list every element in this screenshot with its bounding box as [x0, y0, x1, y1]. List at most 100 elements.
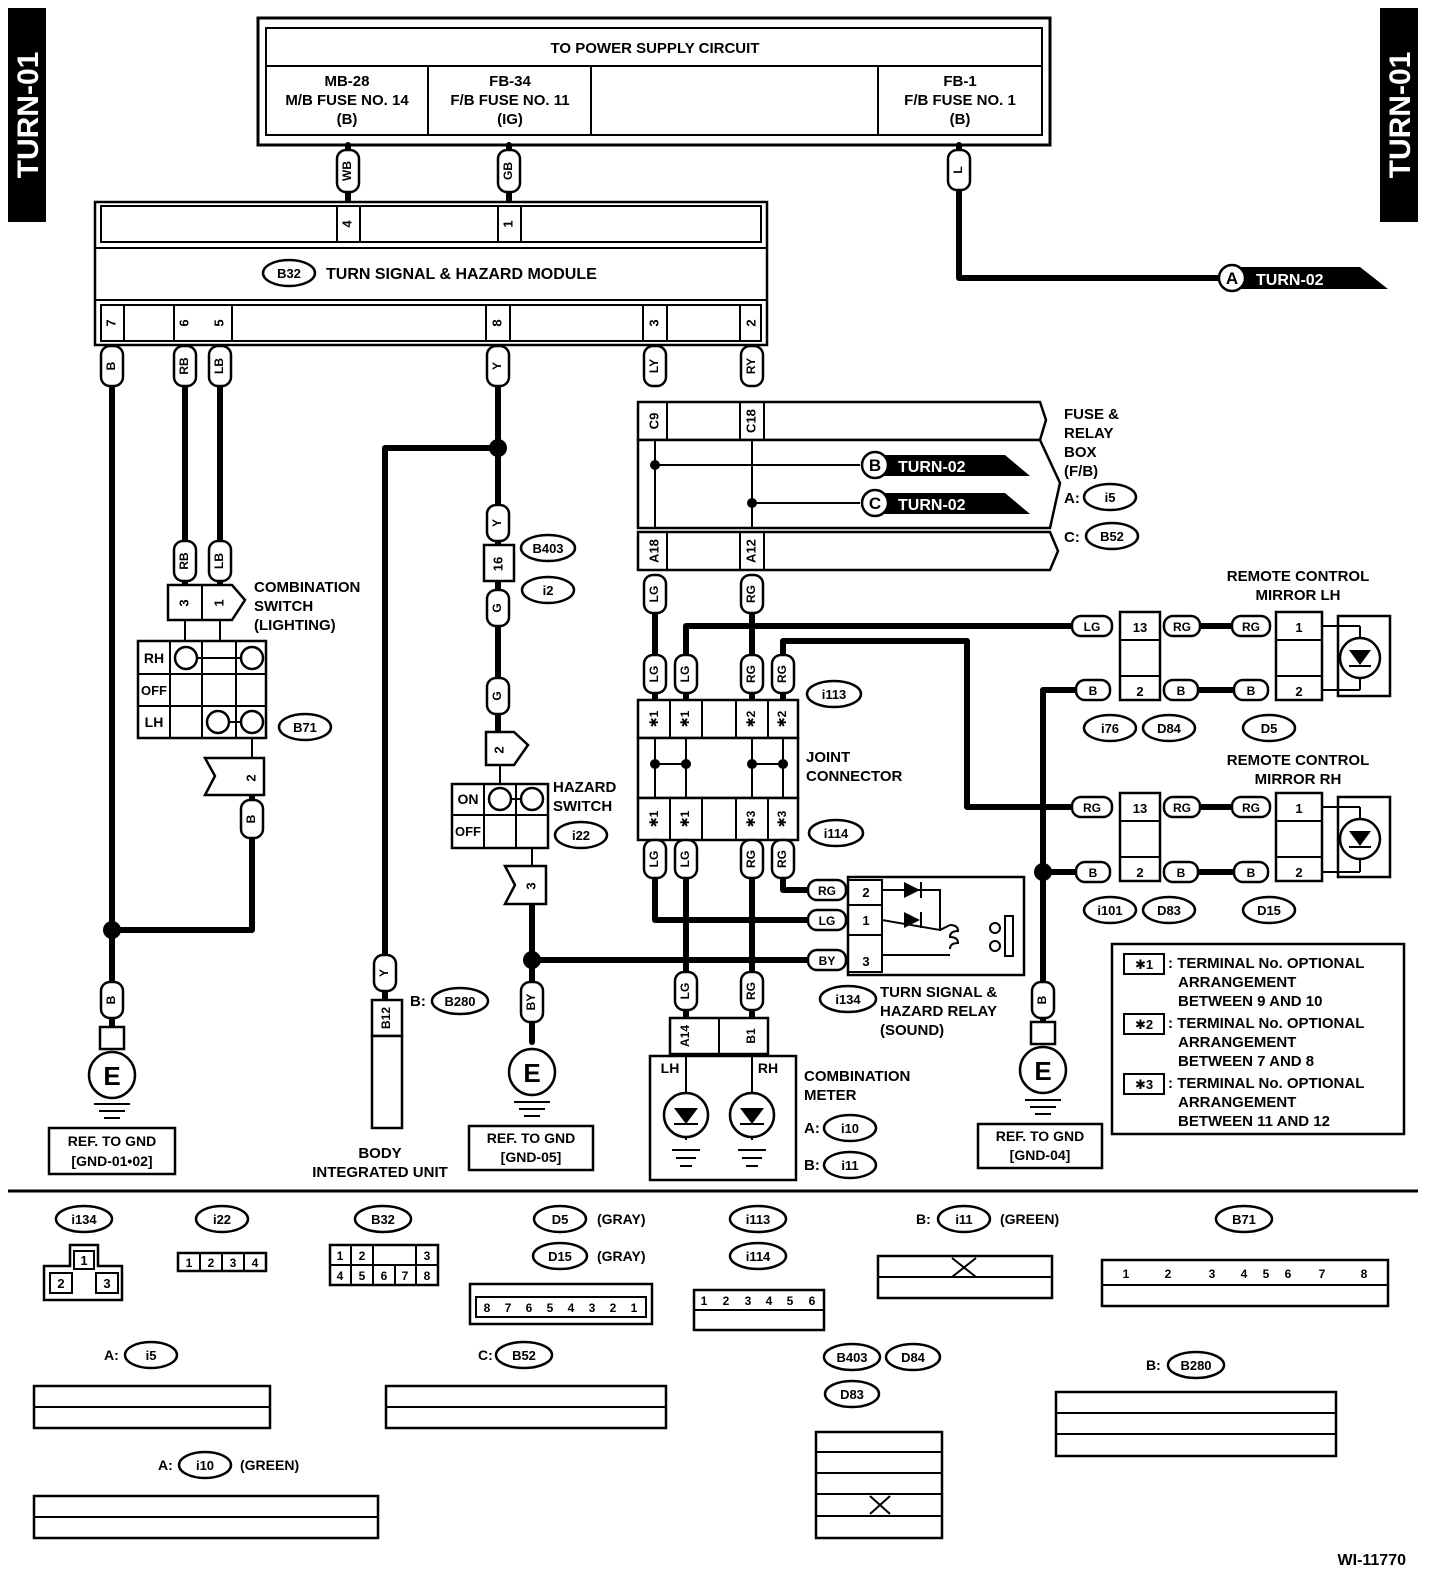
svg-text:D83: D83	[1157, 903, 1181, 918]
svg-text:7: 7	[103, 319, 118, 326]
svg-text:13: 13	[1133, 620, 1147, 635]
svg-text:D84: D84	[1157, 721, 1182, 736]
svg-text:D15: D15	[1257, 903, 1281, 918]
svg-text:3: 3	[230, 1256, 237, 1270]
svg-text:LG: LG	[647, 586, 661, 603]
svg-text:LY: LY	[647, 359, 661, 373]
svg-text:RG: RG	[744, 585, 758, 603]
svg-text:5: 5	[1263, 1267, 1270, 1281]
svg-text:B: B	[1089, 866, 1098, 880]
svg-text:2: 2	[723, 1294, 730, 1308]
svg-text:LG: LG	[678, 983, 692, 1000]
svg-text:LH: LH	[661, 1060, 680, 1076]
svg-text:B: B	[1247, 684, 1256, 698]
svg-text:WB: WB	[340, 161, 354, 181]
svg-text:MIRROR RH: MIRROR RH	[1255, 771, 1342, 788]
svg-text:SWITCH: SWITCH	[553, 798, 612, 815]
svg-text:4: 4	[337, 1269, 344, 1283]
svg-text:TURN SIGNAL &: TURN SIGNAL &	[880, 984, 997, 1001]
svg-text:(SOUND): (SOUND)	[880, 1022, 944, 1039]
svg-text:✱1: ✱1	[1135, 957, 1153, 972]
svg-text:1: 1	[211, 599, 226, 606]
ground-1: E REF. TO GND [GND-01•02]	[47, 1025, 177, 1176]
svg-text:RG: RG	[818, 884, 836, 898]
svg-text:(GRAY): (GRAY)	[597, 1211, 646, 1227]
svg-text:i2: i2	[543, 583, 554, 598]
svg-text:B12: B12	[379, 1007, 393, 1029]
svg-text:B: B	[104, 361, 118, 370]
svg-text:3: 3	[745, 1294, 752, 1308]
svg-text:D15: D15	[548, 1249, 572, 1264]
svg-text:TURN-02: TURN-02	[1256, 272, 1324, 289]
svg-text:SWITCH: SWITCH	[254, 598, 313, 615]
svg-text:1: 1	[701, 1294, 708, 1308]
svg-text:RG: RG	[775, 850, 789, 868]
svg-text:E: E	[1034, 1056, 1051, 1086]
svg-text:7: 7	[1319, 1267, 1326, 1281]
svg-text:(GREEN): (GREEN)	[1000, 1211, 1059, 1227]
svg-text:L: L	[951, 166, 965, 173]
turn-signal-hazard-module: 4 1 B32 TURN SIGNAL & HAZARD MODULE 7 6 …	[93, 200, 769, 347]
svg-text:D5: D5	[552, 1212, 569, 1227]
svg-text:i114: i114	[746, 1249, 771, 1264]
svg-text:B403: B403	[836, 1350, 867, 1365]
svg-text:✱2: ✱2	[1135, 1017, 1153, 1032]
svg-text:i134: i134	[835, 992, 861, 1007]
ground-2: E REF. TO GND [GND-05]	[467, 1047, 595, 1172]
svg-text:RG: RG	[775, 665, 789, 683]
svg-text:i5: i5	[1105, 490, 1116, 505]
svg-text:3: 3	[646, 319, 661, 326]
svg-text:G: G	[490, 691, 504, 700]
svg-text:D84: D84	[901, 1350, 926, 1365]
svg-text:1: 1	[1123, 1267, 1130, 1281]
svg-text:2: 2	[743, 319, 758, 326]
svg-text:B280: B280	[444, 994, 475, 1009]
svg-text:i5: i5	[146, 1348, 157, 1363]
svg-text:i22: i22	[572, 828, 590, 843]
body-integrated-unit: B12 B: B280 BODY INTEGRATED UNIT	[312, 986, 490, 1181]
svg-text:RG: RG	[1083, 801, 1101, 815]
svg-text:: TERMINAL No. OPTIONAL: : TERMINAL No. OPTIONAL	[1168, 1075, 1364, 1092]
svg-text:C9: C9	[646, 413, 661, 430]
svg-text:B280: B280	[1180, 1358, 1211, 1373]
svg-text:1: 1	[1295, 620, 1302, 635]
module-name: TURN SIGNAL & HAZARD MODULE	[326, 266, 597, 283]
svg-text:7: 7	[505, 1301, 512, 1315]
svg-text:✱3: ✱3	[1135, 1077, 1153, 1092]
svg-text:i11: i11	[841, 1158, 858, 1173]
fuse-2-type: (IG)	[497, 111, 523, 128]
page-tag-right: TURN-01	[1380, 8, 1418, 222]
svg-text:A:: A:	[1064, 490, 1080, 507]
svg-text:A:: A:	[104, 1347, 119, 1363]
svg-text:Y: Y	[490, 362, 504, 370]
svg-text:7: 7	[402, 1269, 409, 1283]
svg-text:2: 2	[359, 1249, 366, 1263]
svg-text:: TERMINAL No. OPTIONAL: : TERMINAL No. OPTIONAL	[1168, 955, 1364, 972]
fuse-1-name: M/B FUSE NO. 14	[285, 92, 409, 109]
svg-text:3: 3	[862, 954, 869, 969]
svg-text:C:: C:	[1064, 529, 1080, 546]
svg-text:RH: RH	[144, 650, 164, 666]
svg-text:B1: B1	[744, 1028, 758, 1044]
svg-text:B: B	[1177, 866, 1186, 880]
ground-3: E REF. TO GND [GND-04]	[976, 1020, 1104, 1170]
svg-text:5: 5	[211, 319, 226, 326]
svg-text:D5: D5	[1261, 721, 1278, 736]
svg-text:BETWEEN 9 AND 10: BETWEEN 9 AND 10	[1178, 993, 1322, 1010]
svg-text:1: 1	[631, 1301, 638, 1315]
svg-text:REMOTE CONTROL: REMOTE CONTROL	[1227, 752, 1370, 769]
svg-text:B: B	[869, 456, 881, 475]
svg-text:INTEGRATED UNIT: INTEGRATED UNIT	[312, 1164, 448, 1181]
svg-text:✱1: ✱1	[647, 810, 661, 827]
svg-text:BY: BY	[524, 994, 538, 1011]
fuse-1-type: (B)	[337, 111, 358, 128]
svg-text:A14: A14	[678, 1025, 692, 1047]
svg-text:4: 4	[252, 1256, 259, 1270]
svg-text:1: 1	[500, 220, 515, 227]
svg-text:HAZARD: HAZARD	[553, 779, 616, 796]
svg-text:B: B	[1247, 866, 1256, 880]
svg-text:B52: B52	[1100, 529, 1124, 544]
svg-text:2: 2	[862, 885, 869, 900]
svg-text:RG: RG	[744, 850, 758, 868]
svg-text:RELAY: RELAY	[1064, 425, 1113, 442]
